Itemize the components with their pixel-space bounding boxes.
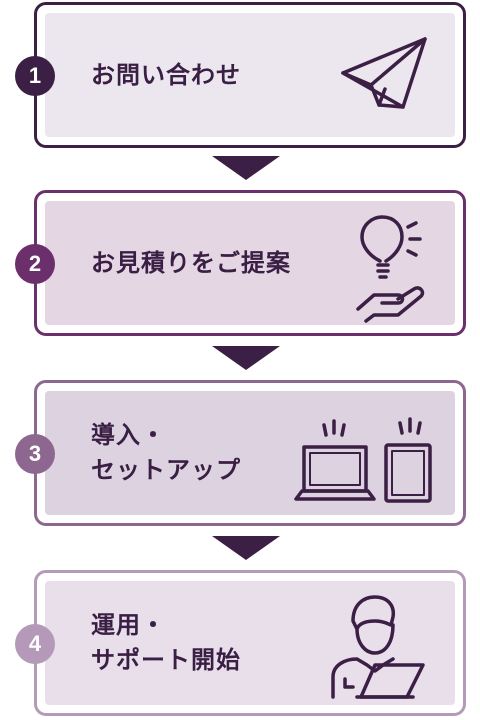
step-4-panel: 運用・ サポート開始 [45, 581, 455, 705]
step-3-label-line-2: セットアップ [91, 456, 241, 484]
flow-arrow-1 [212, 156, 280, 180]
flow-arrow-3 [212, 536, 280, 560]
step-3-badge: 3 [15, 434, 55, 474]
step-4-number: 4 [28, 631, 42, 656]
step-2-badge: 2 [15, 244, 55, 284]
step-3-box: 導入・ セットアップ 3 [15, 380, 466, 526]
step-1-number: 1 [28, 63, 42, 88]
step-1-box: お問い合わせ 1 [15, 2, 466, 148]
step-4-label: 運用・ サポート開始 [91, 581, 241, 705]
flow-arrow-2 [212, 346, 280, 370]
step-1-label: お問い合わせ [91, 13, 241, 137]
step-2-box: お見積りをご提案 2 [15, 190, 466, 336]
step-4-label-line-2: サポート開始 [91, 646, 241, 674]
paper-plane-icon [341, 37, 427, 109]
step-2-panel: お見積りをご提案 [45, 201, 455, 325]
step-4-badge: 4 [15, 624, 55, 664]
laptop-tablet-icon [294, 417, 432, 503]
lightbulb-hand-icon [356, 215, 425, 323]
step-2-label: お見積りをご提案 [91, 201, 291, 325]
step-3-panel: 導入・ セットアップ [45, 391, 455, 515]
support-person-icon [331, 595, 425, 699]
step-3-label: 導入・ セットアップ [91, 391, 241, 515]
step-3-number: 3 [28, 441, 42, 466]
step-2-number: 2 [28, 251, 42, 276]
step-4-box: 運用・ サポート開始 4 [15, 570, 466, 716]
step-1-label-line-1: お問い合わせ [91, 60, 241, 89]
step-3-label-line-1: 導入・ [91, 421, 166, 450]
step-1-badge: 1 [15, 56, 55, 96]
step-1-panel: お問い合わせ [45, 13, 455, 137]
step-4-label-line-1: 運用・ [91, 611, 166, 640]
step-2-label-line-1: お見積りをご提案 [91, 248, 291, 277]
